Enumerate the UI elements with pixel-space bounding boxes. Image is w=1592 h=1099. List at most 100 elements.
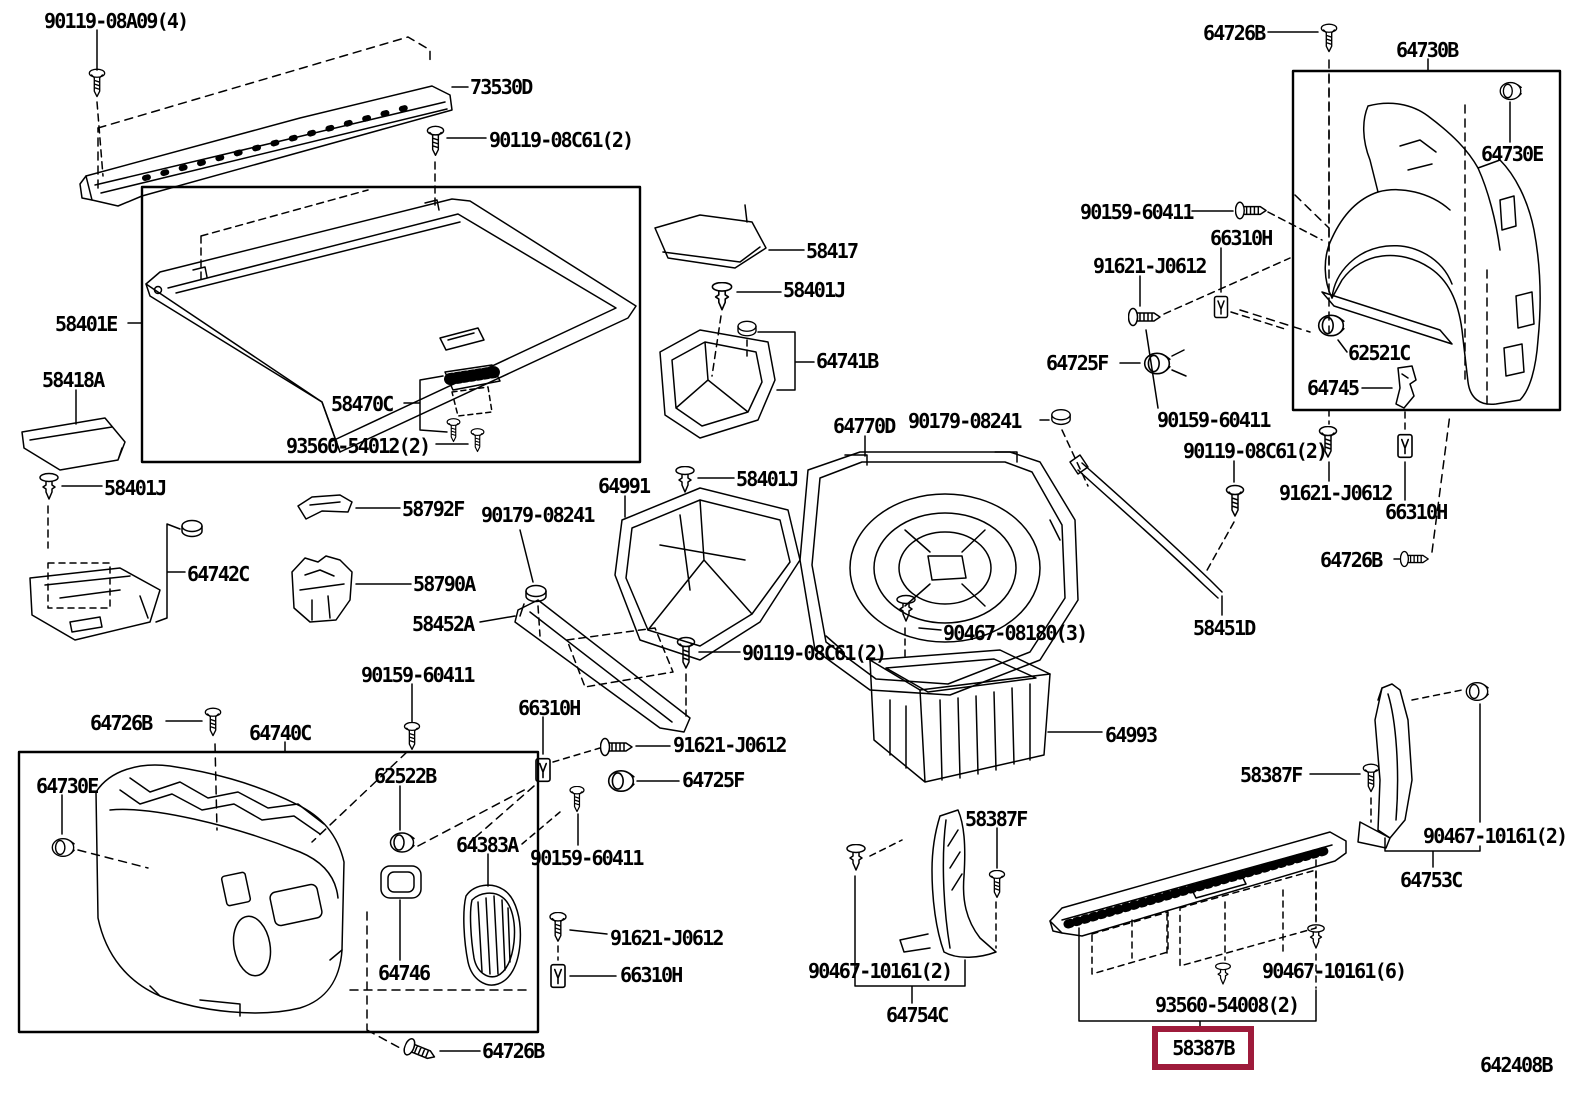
screw-side-icon <box>600 737 633 757</box>
screw-91621-leftmid <box>600 737 671 757</box>
part-64745-drawing <box>1361 365 1417 409</box>
bolt-90119-08c61-center <box>676 636 741 717</box>
fasteners-right-cluster <box>1119 23 1522 573</box>
part-label-64740c: 64740C <box>249 721 312 745</box>
push-pin-clip-icon <box>39 472 59 500</box>
part-label-64746: 64746 <box>378 961 431 985</box>
grommet-icon <box>1499 81 1522 101</box>
part-label-64726b-left: 64726B <box>90 711 153 735</box>
part-label-90159-left: 90159-60411 <box>361 663 475 687</box>
part-label-58418a: 58418A <box>42 368 105 392</box>
screw-side-icon <box>1400 550 1429 568</box>
part-58451d-drawing <box>1069 454 1223 616</box>
clip-64730e-right <box>1499 81 1522 143</box>
part-label-62521c: 62521C <box>1348 341 1411 365</box>
screw-side-icon <box>1235 201 1267 220</box>
part-label-90159-topright: 90159-60411 <box>1080 200 1194 224</box>
part-58452a-drawing <box>479 599 691 733</box>
part-label-64754c: 64754C <box>886 1003 949 1027</box>
part-label-91621-right: 91621-J0612 <box>1279 481 1393 505</box>
square-clip-icon <box>1213 295 1229 319</box>
screw-icon <box>1320 23 1338 53</box>
part-label-90159-midright: 90159-60411 <box>1157 408 1271 432</box>
clip-64730e-left <box>51 794 75 858</box>
fasteners-left-cluster <box>165 683 680 1066</box>
screw-icon <box>446 418 461 443</box>
part-label-58417: 58417 <box>806 239 859 263</box>
part-label-58401e: 58401E <box>55 312 118 336</box>
push-pin-clip-icon <box>1214 962 1232 985</box>
part-58387b-group <box>1049 831 1347 1028</box>
part-label-90467-10161-right: 90467-10161(2) <box>1423 824 1568 848</box>
part-label-64725f-left: 64725F <box>682 768 745 792</box>
bolt-90179-08241-left <box>519 529 547 637</box>
highlighted-part-box: 58387B <box>1152 1026 1254 1070</box>
part-label-62522b: 62522B <box>374 764 437 788</box>
part-label-64730b: 64730B <box>1396 38 1459 62</box>
part-label-66310h-topright: 66310H <box>1210 226 1273 250</box>
bolt-90119-08c61-right <box>1205 460 1245 573</box>
screw-icon <box>204 707 222 737</box>
part-label-64993: 64993 <box>1105 723 1158 747</box>
part-label-90467-10161-left: 90467-10161(2) <box>808 959 953 983</box>
part-label-64745: 64745 <box>1307 376 1360 400</box>
part-58792f-drawing <box>297 494 401 520</box>
part-label-90119-08c61-top: 90119-08C61(2) <box>489 128 634 152</box>
part-64740c-drawing <box>95 764 345 1017</box>
part-label-90179-08241-left: 90179-08241 <box>481 503 595 527</box>
screw-90159-topright <box>1191 201 1323 241</box>
part-64730b-drawing <box>1321 102 1541 406</box>
screw-64726b-left <box>165 707 222 737</box>
clip-64725f-right <box>1119 349 1187 377</box>
nut-icon <box>1051 408 1071 426</box>
clip-90467-08180 <box>896 594 942 657</box>
bolt-90119-08c61-top <box>426 125 487 211</box>
push-pin-clip-icon <box>846 844 866 871</box>
part-label-90119-08c61-right: 90119-08C61(2) <box>1183 439 1328 463</box>
part-label-58387f-center: 58387F <box>965 807 1028 831</box>
screw-side-icon <box>401 1036 439 1066</box>
part-label-64753c: 64753C <box>1400 868 1463 892</box>
screw-91621-topright <box>1128 257 1291 409</box>
part-label-90119-08a09: 90119-08A09(4) <box>44 9 189 33</box>
part-label-58401j-mid: 58401J <box>736 467 799 491</box>
screw-90159-left <box>403 683 421 751</box>
grommet-icon <box>1317 314 1345 337</box>
nut-icon <box>525 584 547 603</box>
part-label-58387b-highlighted: 58387B <box>1172 1036 1235 1060</box>
screw-icon <box>569 786 585 813</box>
bolt-icon <box>426 125 445 157</box>
square-clip-icon <box>550 963 566 989</box>
part-label-66310h-right: 66310H <box>1385 500 1448 524</box>
part-label-58451d: 58451D <box>1193 616 1256 640</box>
part-64383a-drawing <box>463 853 522 986</box>
part-label-64726b-topright: 64726B <box>1203 21 1266 45</box>
screw-icon <box>988 870 1006 899</box>
nut-62522b <box>389 785 415 853</box>
screw-91621-right <box>1318 409 1338 482</box>
part-label-90467-10161-6: 90467-10161(6) <box>1262 959 1407 983</box>
part-label-66310h-leftmid: 66310H <box>518 696 581 720</box>
part-label-64991: 64991 <box>598 474 651 498</box>
quarter-trim-lh-box <box>17 743 540 1049</box>
part-label-58401j-left: 58401J <box>104 476 167 500</box>
screw-side-icon <box>1128 307 1161 327</box>
screw-90159-bottomleft <box>521 786 585 846</box>
part-label-58452a: 58452A <box>412 612 475 636</box>
part-label-64726b-bottom: 64726B <box>482 1039 545 1063</box>
screw-58387f-center <box>988 827 1006 949</box>
part-label-58790a: 58790A <box>413 572 476 596</box>
part-label-64383a: 64383A <box>456 833 519 857</box>
part-64741b-drawing <box>659 320 815 439</box>
part-label-91621-bottom: 91621-J0612 <box>610 926 724 950</box>
screw-icon <box>403 722 421 751</box>
grommet-icon <box>737 320 757 337</box>
push-pin-clip-icon <box>675 466 695 493</box>
part-58418a-drawing <box>21 389 126 471</box>
part-label-91621-leftmid: 91621-J0612 <box>673 733 787 757</box>
part-58790a-drawing <box>291 555 412 623</box>
push-pin-clip-icon <box>711 282 733 311</box>
screw-64726b-bottom <box>401 1036 481 1066</box>
bolt-90119-08a09-icon <box>88 68 106 98</box>
